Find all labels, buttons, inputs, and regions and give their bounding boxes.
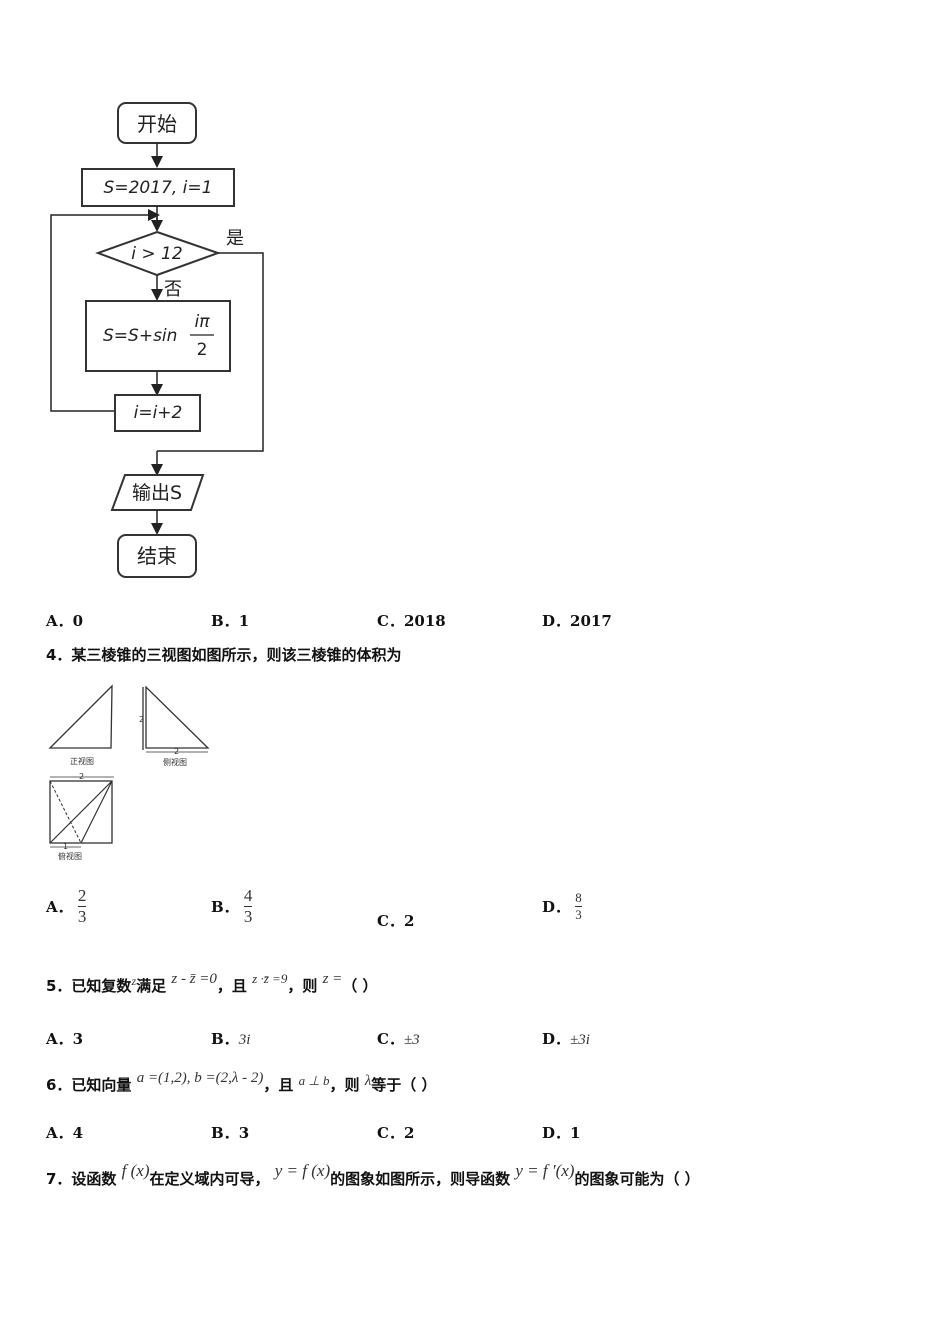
side-dim-vertical: 2 bbox=[139, 715, 144, 724]
output-label: 输出S bbox=[132, 482, 182, 504]
process-num: iπ bbox=[195, 312, 211, 332]
side-dim-horizontal: 2 bbox=[174, 747, 179, 756]
q3-option-a[interactable]: A．0 bbox=[46, 612, 84, 630]
q5-option-d[interactable]: D．±3i bbox=[542, 1030, 590, 1048]
q4-option-c[interactable]: C．2 bbox=[377, 912, 415, 930]
q5-stem: 5．已知复数z满足 z - z̄ =0，且 z ·z̄ =9，则 z =（ ） bbox=[46, 971, 378, 995]
front-view bbox=[48, 684, 113, 749]
top-dim-half: 1 bbox=[63, 842, 68, 851]
process-lhs: S=S+sin bbox=[103, 326, 177, 346]
condition-label: i > 12 bbox=[131, 244, 182, 264]
side-view-label: 侧视图 bbox=[163, 757, 187, 767]
process-den: 2 bbox=[197, 340, 208, 360]
init-node bbox=[81, 168, 235, 207]
process-node bbox=[85, 300, 231, 372]
q3-option-b[interactable]: B．1 bbox=[211, 612, 250, 630]
front-view-label: 正视图 bbox=[70, 756, 94, 766]
three-views-figure: 正视图 2 2 侧视图 2 1 俯视图 bbox=[48, 684, 210, 861]
q7-stem: 7．设函数 f (x)在定义域内可导， y = f (x)的图象如图所示，则导函… bbox=[46, 1161, 700, 1188]
q6-stem: 6．已知向量 a =(1,2), b =(2,λ - 2)，且 a ⊥ b，则 … bbox=[46, 1070, 437, 1094]
init-label: S=2017, i=1 bbox=[104, 178, 213, 198]
q3-option-c[interactable]: C．2018 bbox=[377, 612, 446, 630]
q6-option-a[interactable]: A．4 bbox=[46, 1124, 84, 1142]
start-label: 开始 bbox=[137, 112, 177, 136]
q5-option-b[interactable]: B．3i bbox=[211, 1030, 251, 1048]
no-label: 否 bbox=[164, 279, 182, 300]
q6-option-b[interactable]: B．3 bbox=[211, 1124, 250, 1142]
increment-label: i=i+2 bbox=[134, 403, 183, 423]
yes-label: 是 bbox=[226, 228, 244, 249]
q6-option-c[interactable]: C．2 bbox=[377, 1124, 415, 1142]
output-node bbox=[110, 474, 205, 511]
end-label: 结束 bbox=[137, 544, 177, 568]
q3-option-d[interactable]: D．2017 bbox=[542, 612, 612, 630]
side-view bbox=[145, 685, 210, 749]
q5-option-c[interactable]: C．±3 bbox=[377, 1030, 420, 1048]
increment-node bbox=[114, 394, 201, 432]
q5-option-a[interactable]: A．3 bbox=[46, 1030, 84, 1048]
top-view-label: 俯视图 bbox=[58, 851, 82, 861]
flowchart: 开始 S=2017, i=1 i > 12 是 否 S=S+sin iπ 2 i… bbox=[50, 102, 264, 578]
top-dim-width: 2 bbox=[79, 772, 84, 781]
q6-option-d[interactable]: D．1 bbox=[542, 1124, 581, 1142]
end-node bbox=[117, 534, 197, 578]
q4-stem: 4．某三棱锥的三视图如图所示，则该三棱锥的体积为 bbox=[46, 646, 402, 664]
